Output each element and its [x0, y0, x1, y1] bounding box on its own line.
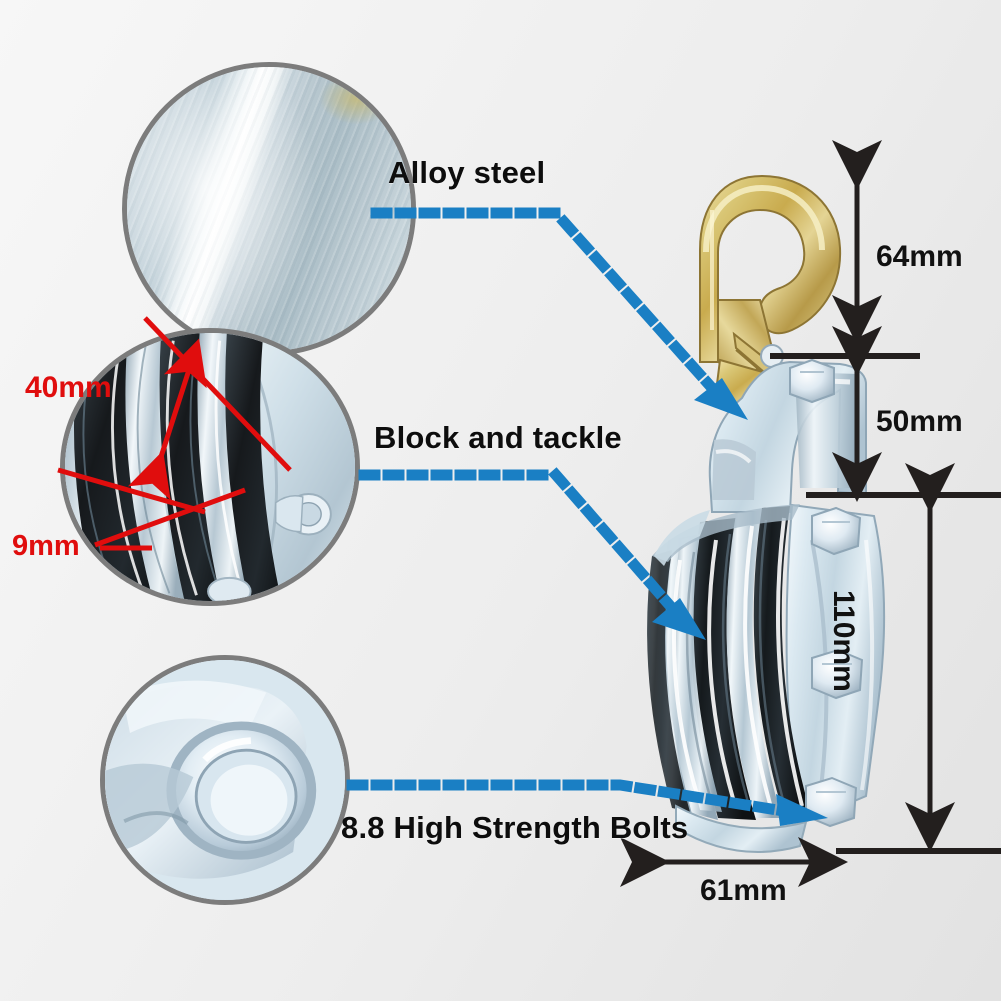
connector-high-strength-bolts — [346, 779, 797, 819]
bolt-head-closeup-image — [105, 660, 345, 900]
callout-label-block-and-tackle: Block and tackle — [374, 420, 622, 455]
detail-circle-bolt-head — [100, 655, 350, 905]
dimension-label-groove-width: 9mm — [12, 530, 80, 562]
dimension-label-hook-height: 64mm — [876, 240, 963, 273]
connector-block-and-tackle — [358, 469, 680, 616]
pulley-block-body — [647, 503, 886, 853]
dimension-label-swivel-height: 50mm — [876, 405, 963, 438]
connector-alloy-steel — [370, 207, 720, 396]
dimension-label-block-width: 61mm — [700, 874, 787, 907]
arrowhead-block-and-tackle — [652, 598, 706, 640]
dimension-label-block-height: 110mm — [827, 590, 860, 692]
hex-bolt-upper — [811, 506, 862, 556]
dimension-label-sheave-diameter: 40mm — [25, 371, 112, 404]
hex-bolt-middle — [811, 648, 864, 700]
detail-circle-alloy-steel — [122, 62, 416, 356]
arrowhead-high-strength-bolts — [776, 794, 828, 826]
steel-patina — [320, 72, 394, 124]
callout-label-high-strength-bolts: 8.8 High Strength Bolts — [341, 810, 689, 845]
alloy-steel-closeup-image — [127, 67, 411, 351]
arrowhead-alloy-steel — [694, 378, 748, 420]
callout-label-alloy-steel: Alloy steel — [388, 155, 546, 190]
